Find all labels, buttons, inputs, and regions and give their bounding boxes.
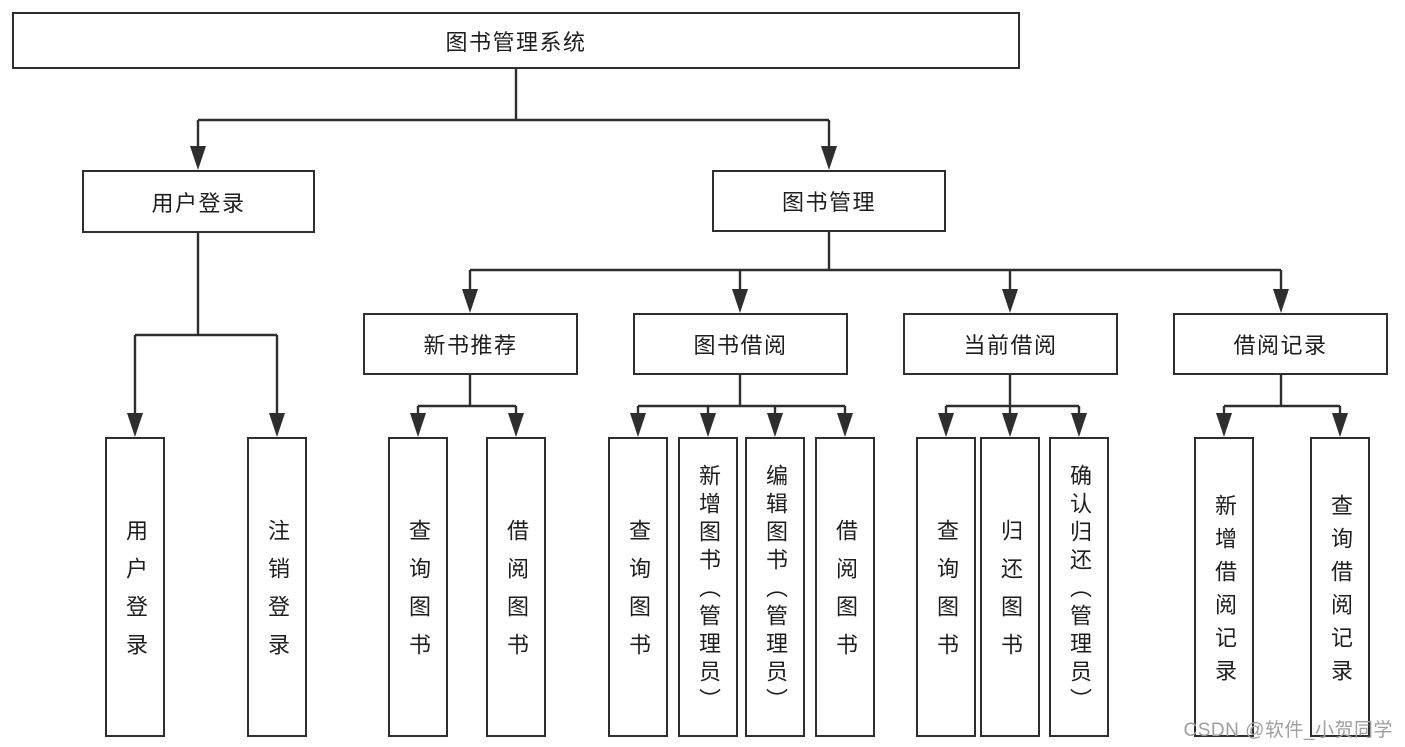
leaf-edit-books-admin: 编辑图书（管理员）	[745, 437, 805, 737]
node-label: 借阅记录	[1233, 333, 1328, 358]
node-label: 新书推荐	[423, 333, 518, 358]
leaf-borrow-books-recommend: 借阅图书	[486, 437, 546, 737]
node-label: 用户登录	[123, 519, 148, 671]
node-borrowing-records: 借阅记录	[1173, 313, 1388, 375]
node-label: 新增借阅记录	[1212, 493, 1237, 692]
csdn-watermark: CSDN @软件_小贺同学	[1183, 720, 1393, 741]
node-label: 借阅图书	[504, 519, 529, 671]
node-label: 当前借阅	[963, 333, 1058, 358]
leaf-add-borrow-record: 新增借阅记录	[1194, 437, 1254, 737]
node-label: 借阅图书	[833, 519, 858, 671]
node-system-root: 图书管理系统	[12, 12, 1020, 69]
leaf-confirm-return-admin: 确认归还（管理员）	[1049, 437, 1109, 737]
node-label: 查询图书	[626, 519, 651, 671]
node-label: 用户登录	[151, 190, 246, 216]
leaf-query-books-borrowing: 查询图书	[608, 437, 668, 737]
leaf-add-books-admin: 新增图书（管理员）	[678, 437, 738, 737]
node-label: 确认归还（管理员）	[1067, 464, 1092, 716]
leaf-query-books-current: 查询图书	[916, 437, 976, 737]
leaf-logout: 注销登录	[247, 437, 307, 737]
node-label: 图书管理	[781, 190, 876, 215]
node-new-book-recommend: 新书推荐	[363, 313, 578, 375]
node-label: 注销登录	[265, 519, 290, 671]
leaf-query-books-recommend: 查询图书	[388, 437, 448, 737]
leaf-query-borrow-record: 查询借阅记录	[1310, 437, 1370, 737]
node-label: 图书管理系统	[445, 29, 587, 55]
leaf-return-books: 归还图书	[980, 437, 1040, 737]
leaf-borrow-books: 借阅图书	[815, 437, 875, 737]
node-book-borrowing: 图书借阅	[633, 313, 848, 375]
node-label: 编辑图书（管理员）	[763, 464, 788, 716]
node-label: 查询图书	[934, 519, 959, 671]
leaf-user-login: 用户登录	[105, 437, 165, 737]
node-label: 归还图书	[998, 519, 1023, 671]
node-label: 查询借阅记录	[1328, 493, 1353, 692]
node-current-borrowing: 当前借阅	[903, 313, 1118, 375]
node-label: 图书借阅	[693, 333, 788, 358]
node-user-login: 用户登录	[82, 170, 315, 233]
node-label: 新增图书（管理员）	[696, 464, 721, 716]
node-book-management: 图书管理	[712, 170, 946, 232]
node-label: 查询图书	[406, 519, 431, 671]
